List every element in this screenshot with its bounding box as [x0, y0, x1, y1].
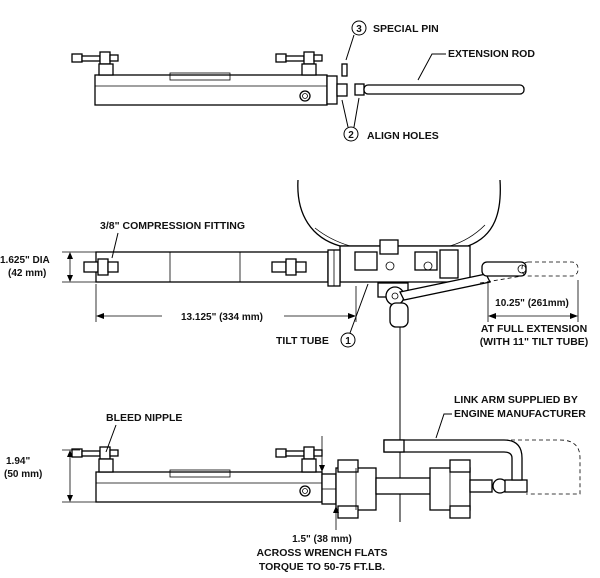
tilt-tube-label: TILT TUBE	[276, 335, 329, 347]
middle-right-fitting	[271, 258, 307, 276]
height-dimension: 1.94" (50 mm)	[4, 449, 96, 503]
height-inches: 1.94"	[6, 456, 30, 467]
align-holes-label: ALIGN HOLES	[367, 130, 439, 142]
special-pin-callout: 3 SPECIAL PIN	[345, 20, 439, 61]
extension-rod	[354, 83, 525, 96]
compression-fitting-label: 3/8" COMPRESSION FITTING	[100, 220, 245, 232]
bleed-nipple-callout: BLEED NIPPLE	[105, 412, 182, 453]
bleed-nipple-label: BLEED NIPPLE	[106, 412, 182, 424]
wrench-flats-dimension: 1.5" (38 mm) ACROSS WRENCH FLATS TORQUE …	[256, 436, 388, 573]
extended-rod-phantom	[521, 261, 579, 277]
special-pin	[341, 63, 348, 77]
diameter-dimension: 1.625" DIA (42 mm)	[0, 251, 96, 283]
height-mm: (50 mm)	[4, 469, 42, 480]
middle-cylinder-assembly	[83, 249, 341, 287]
extension-dimension: 10.25" (261mm) AT FULL EXTENSION (WITH 1…	[480, 280, 589, 348]
link-arm-middle	[377, 261, 579, 328]
top-left-fitting	[71, 51, 119, 76]
special-pin-label: SPECIAL PIN	[373, 23, 439, 35]
wrench-flats-label: ACROSS WRENCH FLATS	[256, 547, 387, 559]
extension-rod-callout: EXTENSION ROD	[417, 48, 535, 81]
extension-rod-label: EXTENSION ROD	[448, 48, 535, 60]
diameter-mm: (42 mm)	[8, 268, 46, 279]
callout-number-2: 2	[348, 130, 354, 141]
bottom-cylinder-assembly	[71, 439, 581, 519]
length-dimension: 13.125" (334 mm)	[95, 284, 357, 323]
top-cylinder-assembly	[71, 51, 525, 106]
extension-length: 10.25" (261mm)	[495, 298, 569, 309]
link-arm-label-1: LINK ARM SUPPLIED BY	[454, 394, 578, 406]
link-arm-callout: LINK ARM SUPPLIED BY ENGINE MANUFACTURER	[435, 394, 586, 439]
wrench-size: 1.5" (38 mm)	[292, 534, 352, 545]
compression-fitting-callout: 3/8" COMPRESSION FITTING	[100, 220, 245, 259]
callout-number-3: 3	[356, 24, 362, 35]
link-arm-label-2: ENGINE MANUFACTURER	[454, 408, 586, 420]
bleed-nipple-left	[71, 446, 119, 473]
tilt-tube-callout: TILT TUBE 1	[276, 283, 369, 348]
tilt-tube-note: (WITH 11" TILT TUBE)	[480, 336, 589, 348]
top-right-fitting	[275, 51, 323, 76]
diameter-inches: 1.625" DIA	[0, 255, 50, 266]
torque-label: TORQUE TO 50-75 FT.LB.	[259, 561, 385, 573]
align-holes-callout: 2 ALIGN HOLES	[341, 97, 439, 142]
full-extension-label: AT FULL EXTENSION	[481, 323, 587, 335]
callout-number-1: 1	[345, 336, 351, 347]
length-value: 13.125" (334 mm)	[181, 312, 263, 323]
bleed-nipple-right	[275, 446, 323, 473]
middle-left-fitting	[83, 258, 119, 276]
engine-outline	[297, 179, 501, 283]
